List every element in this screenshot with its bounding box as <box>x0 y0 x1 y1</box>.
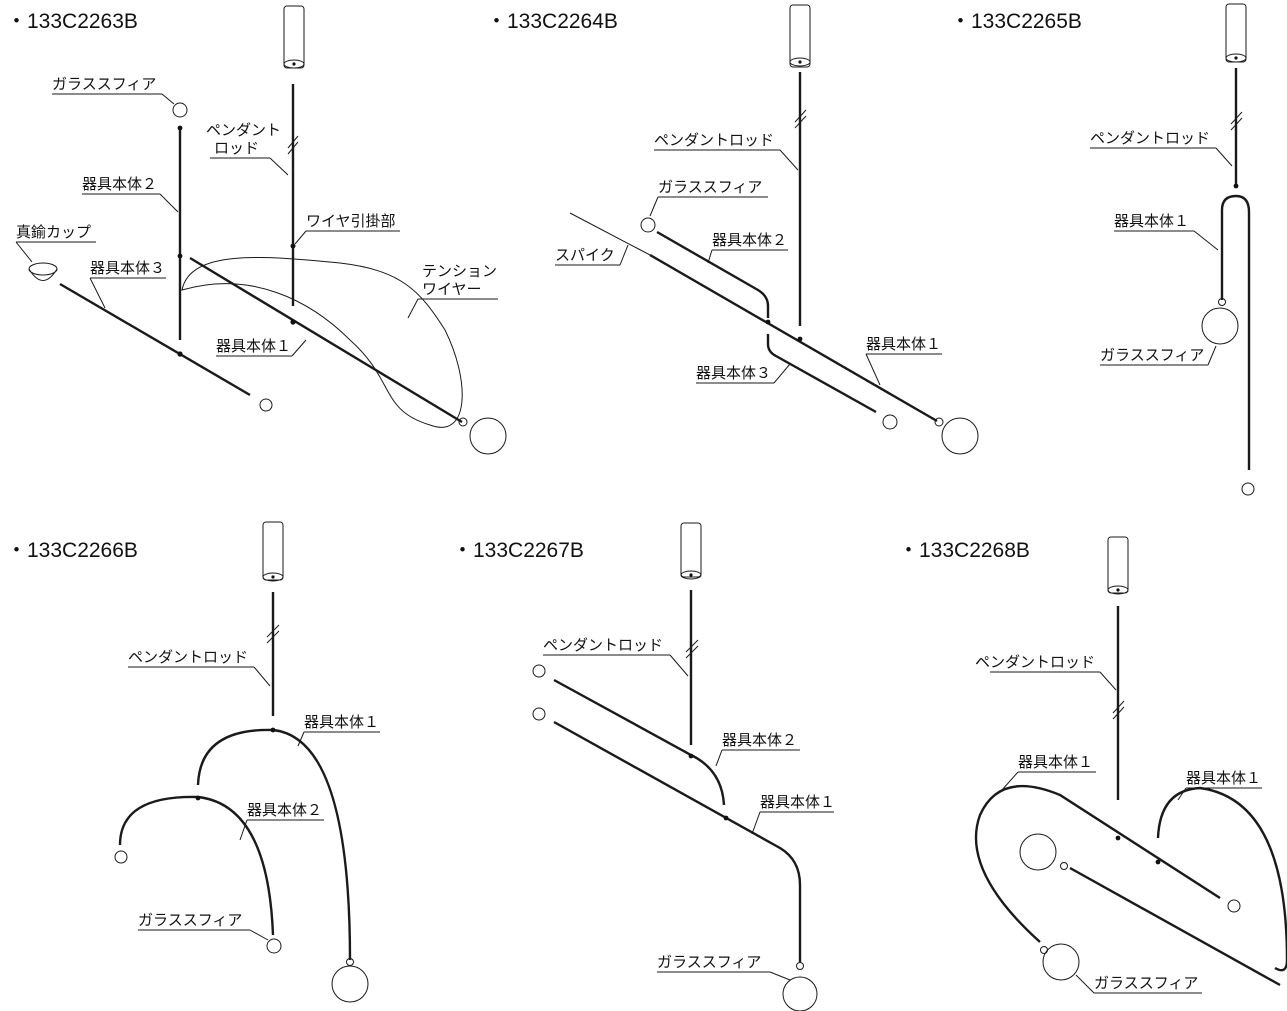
product-code-2: ・133C2264B <box>486 10 618 33</box>
label-glass-sphere: ガラススフィア <box>658 178 762 196</box>
glass-sphere-left <box>1019 833 1057 871</box>
label-glass-sphere: ガラススフィア <box>657 953 761 971</box>
product-code-5: ・133C2267B <box>452 539 584 562</box>
label-glass-sphere: ガラススフィア <box>138 911 242 929</box>
glass-sphere-small <box>172 102 188 118</box>
label-body1-right: 器具本体１ <box>1186 769 1261 787</box>
ceiling-canopy <box>262 521 284 582</box>
label-body1: 器具本体１ <box>866 335 941 353</box>
product-code-1: ・133C2263B <box>6 10 138 33</box>
label-spike: スパイク <box>555 246 615 264</box>
label-pendant-rod: ペンダントロッド <box>654 131 774 149</box>
ceiling-canopy <box>283 5 305 69</box>
label-tension-wire-2: ワイヤー <box>422 280 482 298</box>
label-glass-sphere: ガラススフィア <box>52 75 156 93</box>
label-pendant-rod: ペンダントロッド <box>543 636 663 654</box>
label-body3: 器具本体３ <box>90 259 165 277</box>
ceiling-canopy <box>680 522 702 580</box>
label-body2: 器具本体２ <box>722 731 797 749</box>
label-wire-hook: ワイヤ引掛部 <box>306 212 396 230</box>
diagram-133C2265B: ペンダントロッド 器具本体１ ガラススフィア <box>1090 3 1255 496</box>
ceiling-canopy <box>789 4 811 68</box>
label-body3: 器具本体３ <box>696 364 771 382</box>
glass-sphere-large <box>331 965 369 1003</box>
label-body1: 器具本体１ <box>1114 212 1189 230</box>
glass-sphere-large <box>782 976 818 1011</box>
diagram-133C2266B: ペンダントロッド 器具本体１ 器具本体２ ガラススフィア <box>114 521 380 1003</box>
product-code-6: ・133C2268B <box>898 539 1030 562</box>
label-glass-sphere: ガラススフィア <box>1100 346 1204 364</box>
glass-sphere-bottom <box>1042 943 1080 981</box>
ceiling-canopy <box>1107 536 1129 595</box>
glass-sphere-large <box>469 417 507 455</box>
label-body2: 器具本体２ <box>712 231 787 249</box>
ceiling-canopy <box>1225 3 1247 63</box>
label-body1: 器具本体１ <box>760 793 835 811</box>
product-code-4: ・133C2266B <box>6 539 138 562</box>
label-body1: 器具本体１ <box>304 713 379 731</box>
label-brass-cup: 真鍮カップ <box>16 223 91 241</box>
label-body2: 器具本体２ <box>247 801 322 819</box>
diagram-133C2263B: ガラススフィア ペンダント ロッド 器具本体２ ワイヤ引掛部 真鍮カップ 器具本… <box>15 5 507 455</box>
label-pendant-rod: ペンダントロッド <box>128 648 248 666</box>
label-pendant-rod-1: ペンダント <box>206 121 281 139</box>
glass-sphere-small <box>640 217 656 233</box>
glass-sphere-large <box>941 417 979 455</box>
diagram-133C2268B: ペンダントロッド 器具本体１ 器具本体１ ガラススフィア <box>974 536 1287 994</box>
label-pendant-rod: ペンダントロッド <box>1090 129 1210 147</box>
glass-sphere-large <box>1201 307 1239 345</box>
product-code-3: ・133C2265B <box>950 10 1082 33</box>
label-body1-left: 器具本体１ <box>1018 753 1093 771</box>
brass-cup <box>28 262 58 281</box>
label-pendant-rod-2: ロッド <box>214 139 259 157</box>
diagram-133C2264B: ペンダントロッド ガラススフィア 器具本体２ スパイク 器具本体１ 器具本体３ <box>555 4 979 455</box>
label-tension-wire-1: テンション <box>422 262 497 280</box>
label-pendant-rod: ペンダントロッド <box>975 653 1095 671</box>
label-body2: 器具本体２ <box>82 175 157 193</box>
label-body1: 器具本体１ <box>216 337 291 355</box>
diagram-133C2267B: ペンダントロッド 器具本体２ 器具本体１ ガラススフィア <box>532 522 835 1011</box>
label-glass-sphere: ガラススフィア <box>1094 974 1198 992</box>
